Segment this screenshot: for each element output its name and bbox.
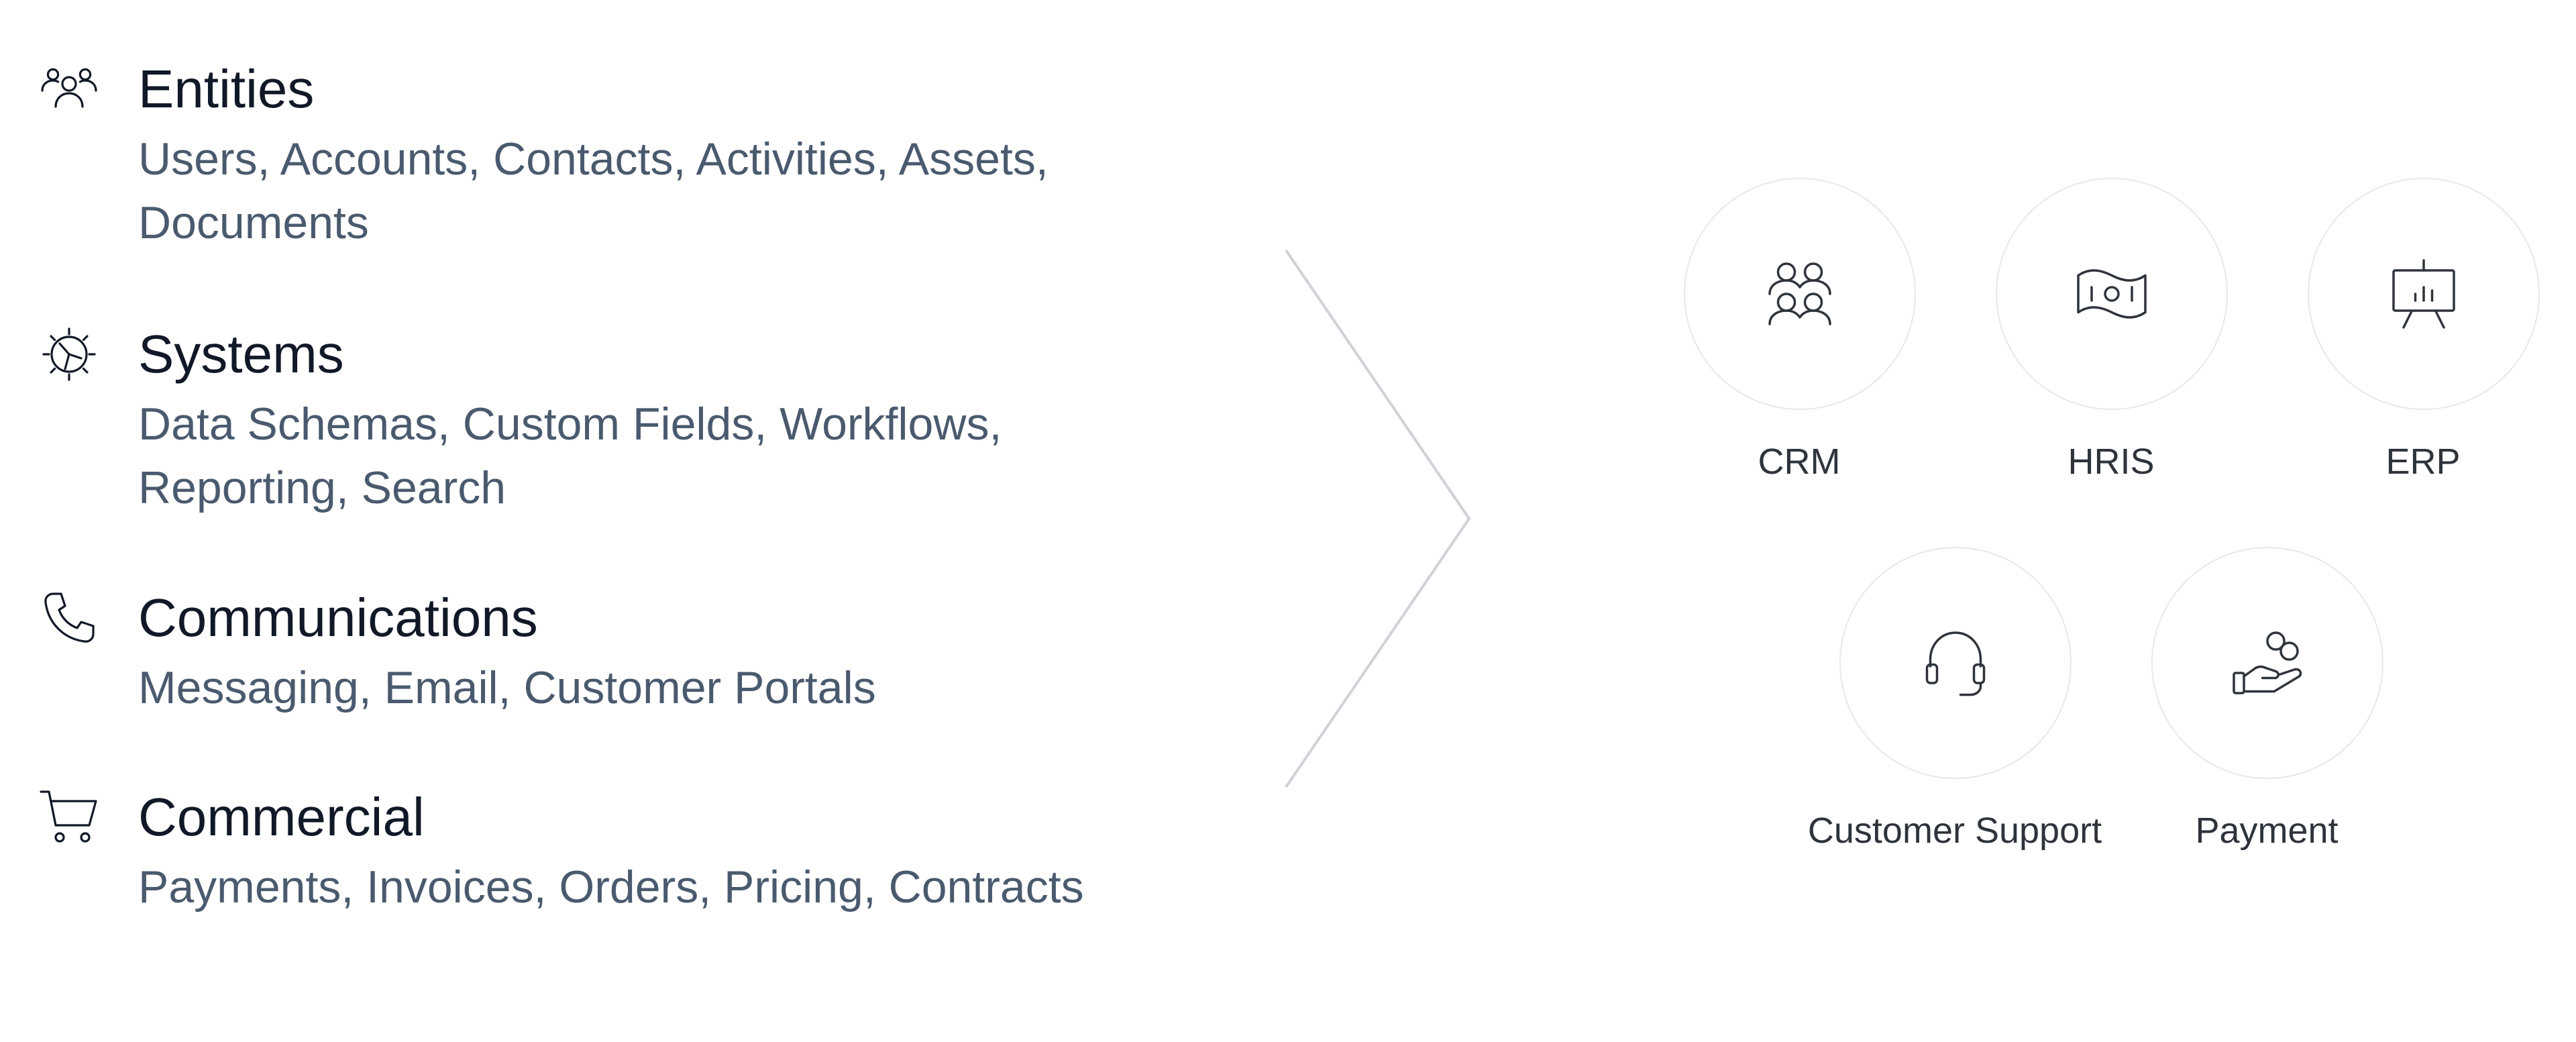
integration-customer-support[interactable]: Customer Support <box>1808 547 2102 876</box>
integration-label: CRM <box>1758 441 1841 482</box>
integration-label: Payment <box>2195 811 2339 851</box>
feature-description: Users, Accounts, Contacts, Activities, A… <box>138 134 1049 248</box>
gear-icon <box>37 322 101 386</box>
feature-title: Systems <box>138 324 344 384</box>
hand-coins-icon <box>2233 631 2302 694</box>
feature-title: Entities <box>138 59 315 119</box>
presentation-board-icon <box>2392 259 2455 329</box>
integration-label: ERP <box>2385 441 2461 482</box>
banknote-icon <box>2077 269 2147 319</box>
integration-hris[interactable]: HRIS <box>1996 178 2228 507</box>
cart-icon <box>37 785 101 849</box>
integration-circle[interactable] <box>2308 178 2540 410</box>
people-group-icon <box>1768 262 1831 325</box>
feature-description: Data Schemas, Custom Fields, Workflows, … <box>138 399 1002 513</box>
integration-label: HRIS <box>2068 441 2155 482</box>
users-icon <box>37 57 101 121</box>
feature-description: Messaging, Email, Customer Portals <box>138 662 876 713</box>
integration-crm[interactable]: CRM <box>1684 178 1916 507</box>
headset-icon <box>1925 631 1986 696</box>
integration-label: Customer Support <box>1807 811 2102 851</box>
integration-payment[interactable]: Payment <box>2151 547 2383 876</box>
integration-circle[interactable] <box>2151 547 2383 779</box>
integration-erp[interactable]: ERP <box>2308 178 2540 507</box>
integration-circle[interactable] <box>1684 178 1916 410</box>
feature-description: Payments, Invoices, Orders, Pricing, Con… <box>138 862 1084 913</box>
chevron-right-divider <box>1278 245 1479 795</box>
integration-circle[interactable] <box>1996 178 2228 410</box>
phone-icon <box>37 586 101 650</box>
integration-circle[interactable] <box>1839 547 2072 779</box>
feature-title: Commercial <box>138 787 425 847</box>
feature-title: Communications <box>138 588 538 647</box>
